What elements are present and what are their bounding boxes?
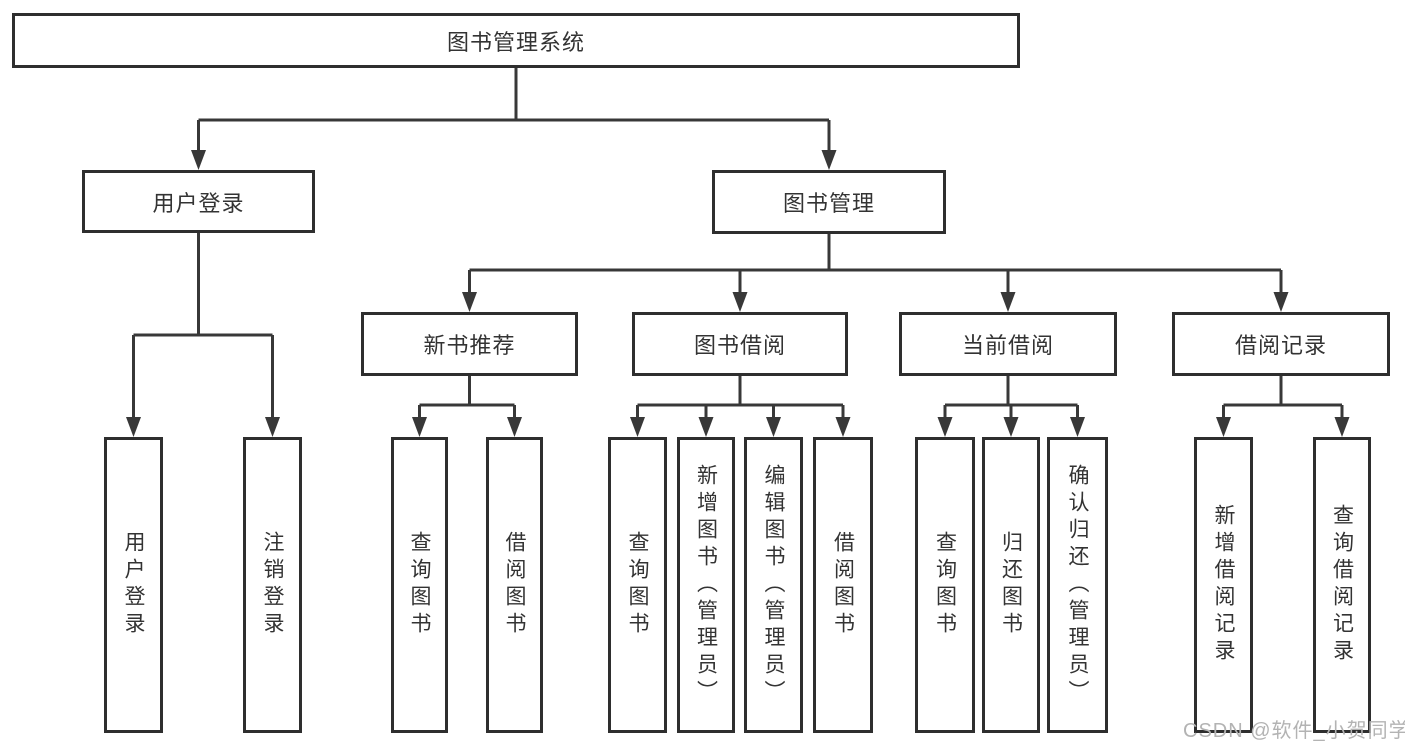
node-label: 查询借阅记录 [1330, 504, 1354, 666]
leaf-edit-books-admin: 编辑图书（管理员） [744, 437, 803, 733]
node-label: 用户登录 [122, 531, 145, 639]
leaf-borrow-books-recommendation: 借阅图书 [486, 437, 543, 733]
node-label: 新增借阅记录 [1212, 504, 1235, 666]
node-borrowing-records: 借阅记录 [1172, 312, 1390, 376]
node-book-management: 图书管理 [712, 170, 946, 234]
node-label: 当前借阅 [961, 333, 1054, 358]
node-label: 编辑图书（管理员） [762, 463, 785, 707]
node-label: 查询图书 [408, 531, 431, 639]
node-library-management-system: 图书管理系统 [12, 13, 1020, 68]
node-label: 用户登录 [152, 190, 245, 216]
node-label: 归还图书 [999, 531, 1023, 639]
node-label: 查询图书 [933, 531, 957, 639]
node-label: 查询图书 [626, 531, 649, 639]
node-label: 新书推荐 [423, 333, 516, 358]
leaf-borrow-books-borrowing: 借阅图书 [813, 437, 873, 733]
node-label: 新增图书（管理员） [694, 463, 718, 707]
node-current-borrowing: 当前借阅 [899, 312, 1117, 376]
leaf-add-books-admin: 新增图书（管理员） [677, 437, 735, 733]
node-label: 借阅图书 [503, 531, 526, 639]
leaf-user-login: 用户登录 [104, 437, 163, 733]
node-label: 注销登录 [261, 531, 284, 639]
leaf-query-borrow-record: 查询借阅记录 [1313, 437, 1371, 733]
node-label: 图书管理系统 [446, 29, 585, 55]
node-label: 借阅记录 [1234, 333, 1327, 358]
node-user-login: 用户登录 [82, 170, 315, 233]
leaf-confirm-return-admin: 确认归还（管理员） [1047, 437, 1108, 733]
leaf-query-books-current: 查询图书 [915, 437, 975, 733]
leaf-add-borrow-record: 新增借阅记录 [1194, 437, 1253, 733]
node-label: 图书借阅 [693, 333, 786, 358]
node-new-book-recommendation: 新书推荐 [361, 312, 578, 376]
leaf-query-books-recommendation: 查询图书 [391, 437, 448, 733]
leaf-return-books: 归还图书 [982, 437, 1040, 733]
leaf-query-books-borrowing: 查询图书 [608, 437, 667, 733]
node-label: 借阅图书 [831, 531, 855, 639]
node-label: 确认归还（管理员） [1066, 463, 1089, 707]
leaf-logout: 注销登录 [243, 437, 302, 733]
node-label: 图书管理 [782, 191, 875, 216]
node-book-borrowing: 图书借阅 [632, 312, 848, 376]
